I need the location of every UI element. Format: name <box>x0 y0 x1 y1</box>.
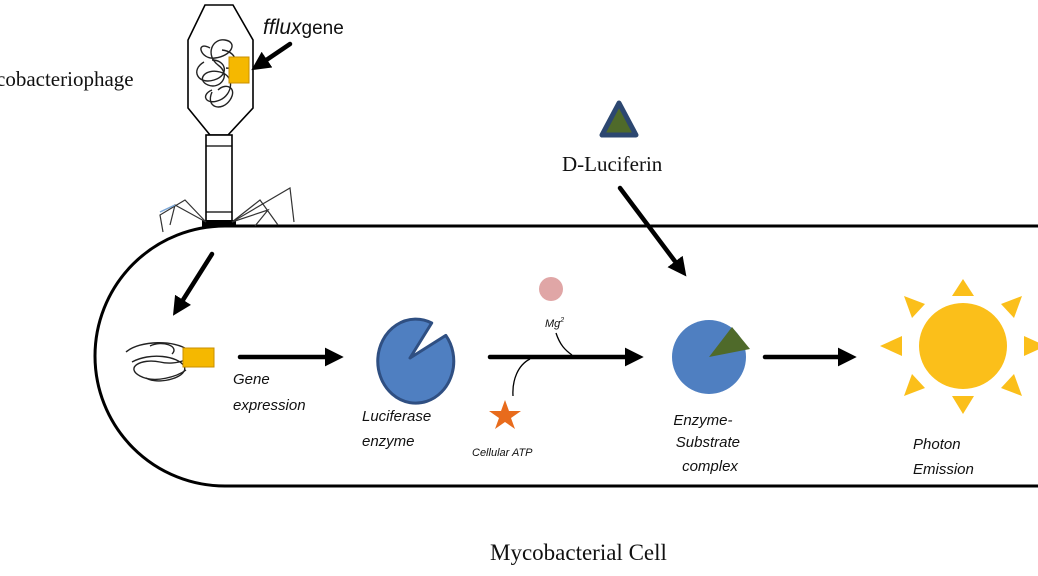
fflux-gene-italic: fflux <box>263 16 303 39</box>
gene-expression-line-1: Gene <box>233 371 270 388</box>
mg-text: Mg <box>545 318 561 330</box>
gene-pointer-arrow <box>251 41 293 71</box>
atp-star <box>489 400 521 429</box>
atp-connector <box>512 358 531 397</box>
complex-line-1: Enzyme- <box>673 412 732 429</box>
photon-sun <box>880 279 1038 414</box>
phage-baseplate <box>202 220 236 227</box>
phage-label: cobacteriophage <box>0 67 134 91</box>
d-luciferin-molecule <box>599 100 639 138</box>
injection-arrow <box>172 251 215 316</box>
fflux-gene-cassette <box>228 56 250 84</box>
phage-tail-fibers <box>159 187 295 233</box>
luciferase-enzyme <box>376 317 456 405</box>
complex-substrate <box>709 327 750 357</box>
fflux-gene-suffix: gene <box>302 18 344 39</box>
complex-line-3: complex <box>682 458 738 475</box>
mycobacterial-cell-membrane <box>93 224 1038 488</box>
mg-label: Mg2 <box>545 317 564 330</box>
phage-tail <box>205 134 233 224</box>
mycobacteriophage <box>159 4 295 233</box>
injected-dna <box>125 342 215 382</box>
luciferase-enzyme-label: Luciferase enzyme <box>362 408 435 450</box>
atp-label: Cellular ATP <box>472 447 533 459</box>
cell-label: Mycobacterial Cell <box>490 540 667 565</box>
gene-expression-label: Gene expression <box>233 371 306 414</box>
fflux-gene-label: ffluxgene <box>263 16 344 39</box>
luciferase-line-2: enzyme <box>362 433 415 450</box>
luciferase-line-1: Luciferase <box>362 408 431 425</box>
complex-label: Enzyme- Substrate complex <box>673 412 744 475</box>
gene-expression-line-2: expression <box>233 397 306 414</box>
enzyme-substrate-complex <box>672 320 750 394</box>
mg-superscript: 2 <box>559 317 564 324</box>
photon-line-1: Photon <box>913 436 961 453</box>
sun-core <box>919 303 1007 389</box>
mg-ion <box>539 277 563 301</box>
substrate-arrow <box>617 185 687 277</box>
injected-fflux-gene <box>182 347 215 368</box>
d-luciferin-label: D-Luciferin <box>562 152 663 176</box>
photon-line-2: Emission <box>913 461 974 478</box>
mg-connector <box>555 332 573 356</box>
photon-label: Photon Emission <box>913 436 974 478</box>
complex-line-2: Substrate <box>676 434 740 451</box>
sun-rays <box>880 279 1038 414</box>
